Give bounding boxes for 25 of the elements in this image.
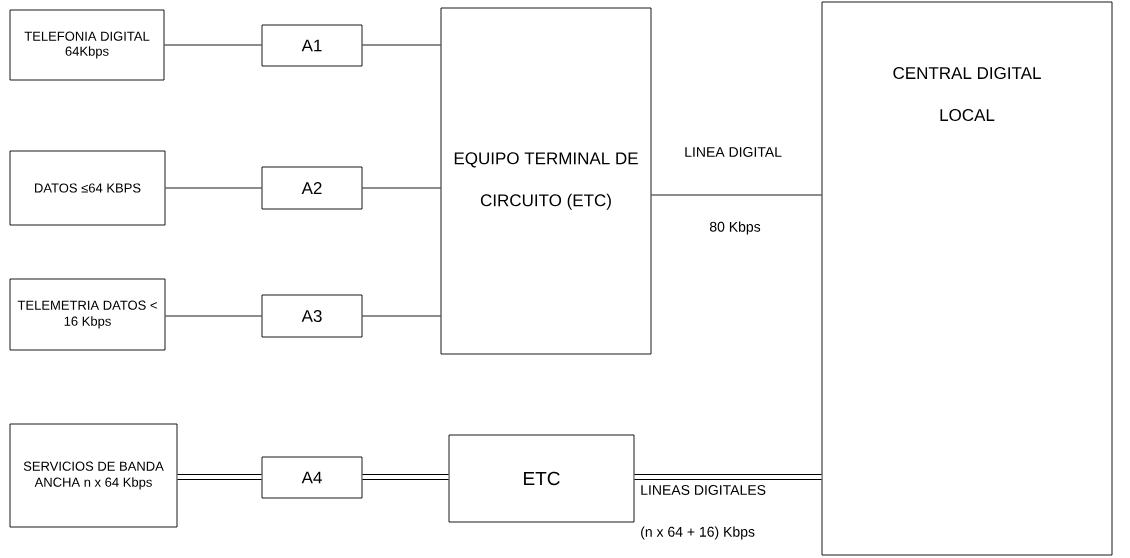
block-box: SERVICIOS DE BANDA ANCHA n x 64 Kbps <box>9 423 178 528</box>
connector-line <box>165 315 262 317</box>
connector-line <box>165 187 262 189</box>
connector-line <box>362 44 441 46</box>
block-box: ETC <box>448 434 635 523</box>
connector-line <box>362 187 441 189</box>
block-box: A3 <box>261 294 363 338</box>
edge-label: LINEA DIGITAL <box>683 146 783 158</box>
block-box: TELEFONIA DIGITAL 64Kbps <box>9 9 165 81</box>
connector-line <box>634 474 822 480</box>
block-box: EQUIPO TERMINAL DE CIRCUITO (ETC) <box>440 7 652 355</box>
block-box: A2 <box>261 166 363 210</box>
block-box: A1 <box>261 24 363 67</box>
connector-line <box>362 474 449 480</box>
connector-line <box>651 194 822 196</box>
connector-line <box>177 474 262 480</box>
block-box: TELEMETRIA DATOS < 16 Kbps <box>9 278 166 351</box>
block-box: CENTRAL DIGITAL LOCAL <box>821 1 1113 556</box>
block-box: A4 <box>261 456 363 499</box>
connector-line <box>164 44 262 46</box>
block-box: DATOS ≤64 KBPS <box>9 150 166 226</box>
edge-label: LINEAS DIGITALES <box>639 484 767 496</box>
rate-label: (n x 64 + 16) Kbps <box>641 526 755 540</box>
rate-label: 80 Kbps <box>709 221 761 235</box>
connector-line <box>362 315 441 317</box>
